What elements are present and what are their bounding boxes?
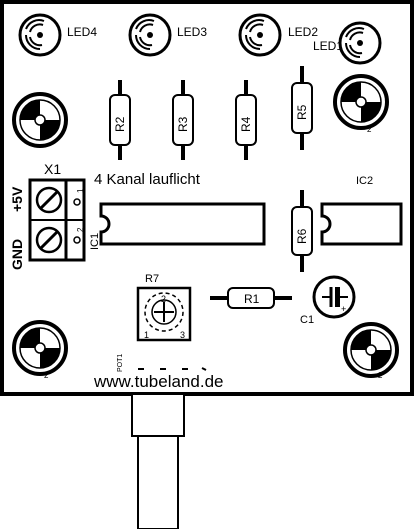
resistor-r6 — [291, 190, 313, 272]
trimmer-r7 — [136, 286, 192, 342]
trimmer-pin3-label: 3 — [180, 330, 185, 340]
terminal-vcc-label: +5V — [9, 186, 25, 212]
hole-mark: 2 — [378, 371, 383, 380]
hole-mark: 2 — [367, 125, 372, 134]
r4-label: R4 — [239, 116, 253, 132]
pot-label: POT1 — [117, 354, 124, 372]
r3-label: R3 — [176, 116, 190, 132]
resistor-r1 — [210, 287, 292, 309]
pot-pins — [138, 367, 207, 371]
trimmer-pin2-label: 2 — [161, 294, 166, 304]
led3-label: LED3 — [177, 25, 207, 39]
pot-shaft — [131, 393, 185, 529]
terminal-pin2-label: 2 — [76, 227, 85, 232]
mounting-hole-top-right — [333, 74, 389, 130]
ic2-outline — [320, 202, 403, 246]
ic2-label: IC2 — [356, 175, 373, 187]
trimmer-pin1-label: 1 — [144, 330, 149, 340]
website-label: www.tubeland.de — [93, 372, 223, 391]
capacitor-plus-mark: + — [341, 304, 346, 314]
trimmer-label: R7 — [145, 273, 159, 285]
led1-label: LED1 — [313, 39, 343, 53]
terminal-gnd-label: GND — [9, 239, 25, 270]
ic1-outline — [99, 202, 266, 246]
resistor-r2 — [109, 80, 131, 160]
terminal-label: X1 — [44, 161, 61, 177]
resistor-r5 — [291, 66, 313, 150]
resistor-r3 — [172, 80, 194, 160]
r1-label: R1 — [244, 292, 260, 306]
terminal-pin1-label: 1 — [76, 188, 85, 193]
r6-label: R6 — [295, 228, 309, 244]
mounting-hole-bottom-right — [343, 322, 399, 378]
r5-label: R5 — [295, 104, 309, 120]
board-title: 4 Kanal lauflicht — [94, 171, 201, 188]
resistor-r4 — [235, 80, 257, 160]
mounting-hole-top-left — [12, 92, 68, 148]
mounting-hole-bottom-left — [12, 320, 68, 376]
led4-label: LED4 — [67, 25, 97, 39]
ic1-label: IC1 — [89, 233, 101, 250]
terminal-block-x1 — [28, 178, 86, 262]
capacitor-c1: + — [312, 275, 356, 319]
led2-label: LED2 — [288, 25, 318, 39]
r2-label: R2 — [113, 116, 127, 132]
hole-mark: 2 — [44, 371, 49, 380]
capacitor-label: C1 — [300, 314, 314, 326]
